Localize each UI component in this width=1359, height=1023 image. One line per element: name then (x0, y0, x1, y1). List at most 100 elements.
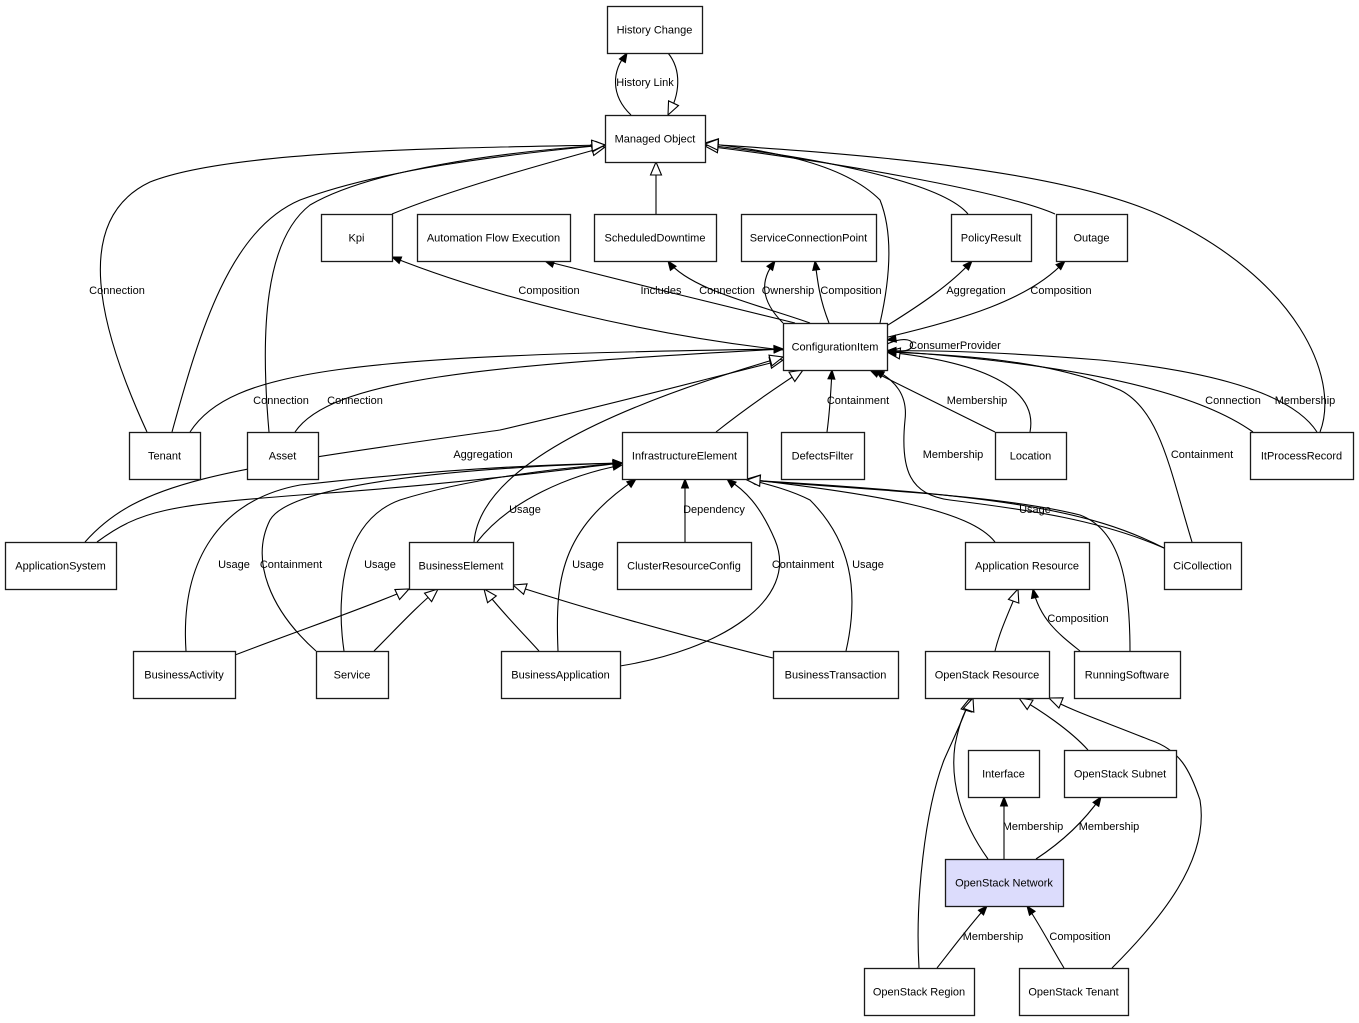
node-outage[interactable]: Outage (1055, 213, 1129, 263)
node-managed-object[interactable]: Managed Object (604, 114, 707, 164)
node-box[interactable] (1163, 541, 1243, 591)
node-label: ApplicationSystem (15, 560, 106, 572)
node-box[interactable] (132, 650, 237, 700)
node-openstack-region[interactable]: OpenStack Region (863, 967, 976, 1017)
node-cluster-resource-config[interactable]: ClusterResourceConfig (616, 541, 753, 591)
node-box[interactable] (1249, 431, 1355, 481)
node-box[interactable] (315, 650, 390, 700)
node-box[interactable] (772, 650, 900, 700)
node-box[interactable] (944, 858, 1065, 908)
node-business-application[interactable]: BusinessApplication (500, 650, 622, 700)
node-box[interactable] (780, 431, 866, 481)
edge-configuration-item-to-service-connection-point (812, 259, 830, 324)
node-box[interactable] (1063, 749, 1178, 799)
node-box[interactable] (782, 322, 889, 372)
node-running-software[interactable]: RunningSoftware (1073, 650, 1182, 700)
node-box[interactable] (246, 431, 320, 481)
inheritance-line (264, 144, 606, 433)
node-box[interactable] (740, 213, 878, 263)
node-business-activity[interactable]: BusinessActivity (132, 650, 237, 700)
node-box[interactable] (950, 213, 1033, 263)
inheritance-arrowhead (423, 588, 440, 603)
edge-label: Usage (509, 504, 541, 516)
node-box[interactable] (616, 541, 753, 591)
edge-label: Composition (1049, 931, 1110, 943)
node-label: ServiceConnectionPoint (750, 232, 867, 244)
node-history-change[interactable]: History Change (606, 5, 704, 55)
node-box[interactable] (500, 650, 622, 700)
node-box[interactable] (1055, 213, 1129, 263)
edge-label: Connection (89, 285, 145, 297)
node-business-element[interactable]: BusinessElement (408, 541, 515, 591)
node-box[interactable] (967, 749, 1041, 799)
inheritance-arrowhead (768, 354, 785, 367)
inheritance-line (1048, 697, 1202, 969)
inheritance-line (704, 145, 1056, 215)
edge-service-to-infrastructure-element (340, 459, 624, 652)
association-line (619, 478, 781, 667)
node-box[interactable] (994, 431, 1068, 481)
node-policy-result[interactable]: PolicyResult (950, 213, 1033, 263)
edge-it-process-record-to-configuration-item (885, 346, 1318, 433)
node-box[interactable] (128, 431, 202, 481)
node-infrastructure-element[interactable]: InfrastructureElement (621, 431, 749, 481)
node-box[interactable] (606, 5, 704, 55)
inheritance-line (704, 143, 1326, 433)
node-label: OpenStack Network (955, 877, 1053, 889)
node-application-resource[interactable]: Application Resource (964, 541, 1091, 591)
association-line (556, 478, 637, 652)
association-arrowhead (962, 259, 973, 271)
node-application-system[interactable]: ApplicationSystem (4, 541, 118, 591)
edge-label: Aggregation (946, 285, 1005, 297)
node-openstack-subnet[interactable]: OpenStack Subnet (1063, 749, 1178, 799)
node-service-connection-point[interactable]: ServiceConnectionPoint (740, 213, 878, 263)
node-interface[interactable]: Interface (967, 749, 1041, 799)
node-label: Service (334, 669, 371, 681)
node-label: OpenStack Resource (935, 669, 1040, 681)
inheritance-arrowhead (667, 100, 680, 117)
edge-policy-result-to-managed-object (703, 140, 969, 215)
node-openstack-tenant[interactable]: OpenStack Tenant (1018, 967, 1130, 1017)
node-ci-collection[interactable]: CiCollection (1163, 541, 1243, 591)
node-box[interactable] (604, 114, 707, 164)
edge-label: Composition (1047, 613, 1108, 625)
node-box[interactable] (964, 541, 1091, 591)
edge-managed-object-to-history-change (615, 51, 632, 116)
inheritance-line (234, 588, 410, 656)
node-service[interactable]: Service (315, 650, 390, 700)
association-arrowhead (1030, 587, 1040, 600)
node-box[interactable] (4, 541, 118, 591)
node-box[interactable] (863, 967, 976, 1017)
node-location[interactable]: Location (994, 431, 1068, 481)
node-kpi[interactable]: Kpi (320, 213, 394, 263)
inheritance-line (704, 142, 890, 324)
node-tenant[interactable]: Tenant (128, 431, 202, 481)
edge-business-application-to-infrastructure-element (556, 478, 638, 652)
node-box[interactable] (320, 213, 394, 263)
edge-label: History Link (616, 77, 674, 89)
node-label: Asset (269, 450, 297, 462)
node-automation-flow-execution[interactable]: Automation Flow Execution (416, 213, 572, 263)
node-it-process-record[interactable]: ItProcessRecord (1249, 431, 1355, 481)
node-box[interactable] (1073, 650, 1182, 700)
node-box[interactable] (408, 541, 515, 591)
node-business-transaction[interactable]: BusinessTransaction (772, 650, 900, 700)
node-box[interactable] (621, 431, 749, 481)
node-scheduled-downtime[interactable]: ScheduledDowntime (593, 213, 718, 263)
node-openstack-network[interactable]: OpenStack Network (944, 858, 1065, 908)
node-box[interactable] (924, 650, 1051, 700)
inheritance-line (171, 144, 606, 433)
edge-openstack-subnet-to-openstack-resource (1017, 697, 1089, 751)
node-box[interactable] (416, 213, 572, 263)
edge-label: Connection (327, 395, 383, 407)
node-openstack-resource[interactable]: OpenStack Resource (924, 650, 1051, 700)
node-asset[interactable]: Asset (246, 431, 320, 481)
node-configuration-item[interactable]: ConfigurationItem (782, 322, 889, 372)
node-box[interactable] (593, 213, 718, 263)
edge-label: Usage (1019, 504, 1051, 516)
edge-label: Membership (1079, 821, 1140, 833)
node-box[interactable] (1018, 967, 1130, 1017)
node-defects-filter[interactable]: DefectsFilter (780, 431, 866, 481)
